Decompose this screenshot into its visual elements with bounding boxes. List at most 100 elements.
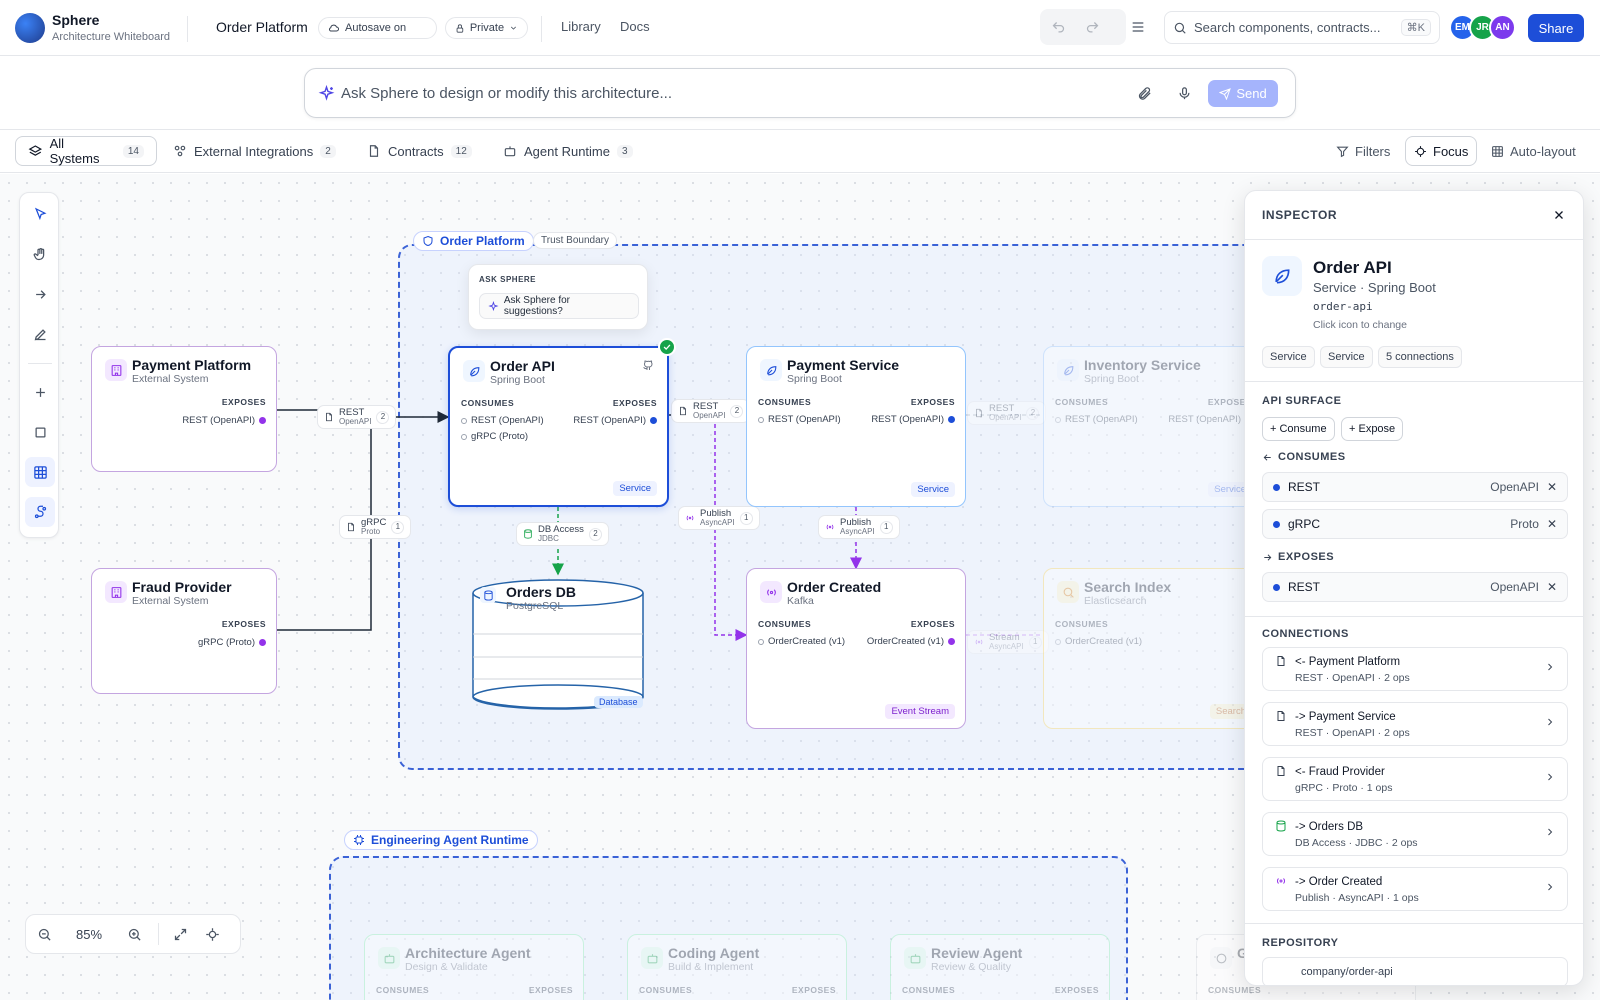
tab-all-systems[interactable]: All Systems 14 xyxy=(15,136,157,166)
group-agent-runtime[interactable] xyxy=(329,856,1128,1000)
consume-row[interactable]: gRPC Proto ✕ xyxy=(1262,509,1568,539)
node-search-index[interactable]: Search Index Elasticsearch CONSUMES Orde… xyxy=(1043,568,1263,729)
fit-screen-icon[interactable] xyxy=(165,916,195,952)
node-payment-platform[interactable]: Payment Platform External System EXPOSES… xyxy=(91,346,277,472)
paperclip-icon[interactable] xyxy=(1133,82,1155,104)
arrow-right-icon xyxy=(1264,553,1272,561)
add-consume-button[interactable]: + Consume xyxy=(1262,417,1335,441)
type-chip[interactable]: Service xyxy=(1320,346,1373,368)
type-chip[interactable]: Service xyxy=(1262,346,1315,368)
send-button[interactable]: Send xyxy=(1208,80,1278,107)
grid-tool-icon[interactable] xyxy=(25,457,55,487)
connection-row[interactable]: <- Payment Platform REST · OpenAPI · 2 o… xyxy=(1262,647,1568,691)
remove-icon[interactable]: ✕ xyxy=(1546,480,1557,494)
hand-tool-icon[interactable] xyxy=(25,239,55,269)
zoom-level[interactable]: 85% xyxy=(75,926,103,942)
consume-port[interactable]: REST (OpenAPI) xyxy=(1055,414,1138,425)
visibility-dropdown[interactable]: Private xyxy=(445,17,528,39)
close-icon[interactable] xyxy=(1549,205,1569,225)
expose-port[interactable]: REST (OpenAPI) xyxy=(1168,414,1252,425)
sphere-logo[interactable] xyxy=(15,13,45,43)
node-payment-service[interactable]: Payment Service Spring Boot CONSUMES EXP… xyxy=(746,346,966,507)
top-bar: Sphere Architecture Whiteboard Order Pla… xyxy=(0,0,1600,56)
node-order-api[interactable]: Order API Spring Boot CONSUMES EXPOSES R… xyxy=(448,346,669,507)
expose-row[interactable]: REST OpenAPI ✕ xyxy=(1262,572,1568,602)
node-coding-agent[interactable]: Coding Agent Build & Implement CONSUMES … xyxy=(627,934,847,1000)
expose-port[interactable]: OrderCreated (v1) xyxy=(867,636,955,647)
node-order-created[interactable]: Order Created Kafka CONSUMES EXPOSES Ord… xyxy=(746,568,966,729)
recenter-icon[interactable] xyxy=(195,916,229,952)
exposes-label: EXPOSES xyxy=(910,397,955,407)
consume-port[interactable]: OrderCreated (v1) xyxy=(1055,636,1142,647)
node-fraud-provider[interactable]: Fraud Provider External System EXPOSES g… xyxy=(91,568,277,694)
zoom-in-icon[interactable] xyxy=(116,916,152,952)
routing-tool-icon[interactable] xyxy=(25,497,55,527)
pointer-tool-icon[interactable] xyxy=(25,199,55,229)
expose-port[interactable]: REST (OpenAPI) xyxy=(871,414,955,425)
ask-input[interactable]: Ask Sphere to design or modify this arch… xyxy=(304,68,1296,118)
toolbar-divider xyxy=(28,363,52,364)
add-tool-icon[interactable] xyxy=(25,377,55,407)
tab-external-integrations[interactable]: External Integrations 2 xyxy=(161,136,348,166)
github-icon[interactable] xyxy=(641,358,655,372)
node-review-agent[interactable]: Review Agent Review & Quality CONSUMES E… xyxy=(890,934,1110,1000)
menu-icon[interactable] xyxy=(1126,15,1150,39)
expose-port[interactable]: gRPC (Proto) xyxy=(198,637,266,648)
add-expose-button[interactable]: + Expose xyxy=(1341,417,1404,441)
project-name[interactable]: Order Platform xyxy=(216,19,308,35)
expose-port[interactable]: REST (OpenAPI) xyxy=(182,415,266,426)
tab-contracts[interactable]: Contracts 12 xyxy=(355,136,484,166)
expose-port[interactable]: REST (OpenAPI) xyxy=(573,415,657,426)
connection-row[interactable]: -> Payment Service REST · OpenAPI · 2 op… xyxy=(1262,702,1568,746)
zoom-out-icon[interactable] xyxy=(26,916,62,952)
node-orders-db[interactable] xyxy=(472,579,646,715)
microphone-icon[interactable] xyxy=(1173,82,1195,104)
leaf-icon[interactable] xyxy=(1262,256,1302,296)
nav-library[interactable]: Library xyxy=(561,19,601,34)
share-button[interactable]: Share xyxy=(1528,14,1584,42)
divider xyxy=(1245,239,1583,240)
consume-row[interactable]: REST OpenAPI ✕ xyxy=(1262,472,1568,502)
connector-tool-icon[interactable] xyxy=(25,279,55,309)
pen-tool-icon[interactable] xyxy=(25,319,55,349)
tab-agent-runtime[interactable]: Agent Runtime 3 xyxy=(491,136,645,166)
filters-button[interactable]: Filters xyxy=(1328,136,1398,166)
node-architecture-agent[interactable]: Architecture Agent Design & Validate CON… xyxy=(364,934,584,1000)
group-label-order-platform[interactable]: Order Platform xyxy=(413,231,534,251)
protocol-format: OpenAPI xyxy=(1490,480,1539,494)
consume-port[interactable]: OrderCreated (v1) xyxy=(758,636,845,647)
connection-row[interactable]: <- Fraud Provider gRPC · Proto · 1 ops xyxy=(1262,757,1568,801)
consume-port[interactable]: gRPC (Proto) xyxy=(461,431,528,442)
group-label-agent-runtime[interactable]: Engineering Agent Runtime xyxy=(344,830,538,850)
protocol-name: REST xyxy=(1288,580,1321,594)
connection-row[interactable]: -> Orders DB DB Access · JDBC · 2 ops xyxy=(1262,812,1568,856)
remove-icon[interactable]: ✕ xyxy=(1546,580,1557,594)
remove-icon[interactable]: ✕ xyxy=(1546,517,1557,531)
avatar-an[interactable]: AN xyxy=(1489,14,1516,41)
autosave-toggle[interactable]: Autosave on xyxy=(318,17,437,39)
focus-button[interactable]: Focus xyxy=(1405,136,1478,166)
auto-layout-button[interactable]: Auto-layout xyxy=(1483,136,1584,166)
search-input[interactable]: Search components, contracts... ⌘K xyxy=(1164,11,1440,44)
contract-icon xyxy=(976,409,982,418)
connections-chip[interactable]: 5 connections xyxy=(1378,346,1462,368)
undo-icon[interactable] xyxy=(1046,16,1070,38)
node-inventory-service[interactable]: Inventory Service Spring Boot CONSUMES E… xyxy=(1043,346,1263,507)
redo-icon[interactable] xyxy=(1080,16,1104,38)
frame-tool-icon[interactable] xyxy=(25,417,55,447)
consume-port[interactable]: REST (OpenAPI) xyxy=(758,414,841,425)
nav-docs[interactable]: Docs xyxy=(620,19,650,34)
consume-port[interactable]: REST (OpenAPI) xyxy=(461,415,544,426)
broadcast-icon xyxy=(975,639,983,645)
repository-field[interactable]: company/order-api xyxy=(1262,957,1568,985)
ask-suggestions-button[interactable]: Ask Sphere for suggestions? xyxy=(479,293,639,319)
connection-row[interactable]: -> Order Created Publish · AsyncAPI · 1 … xyxy=(1262,867,1568,911)
